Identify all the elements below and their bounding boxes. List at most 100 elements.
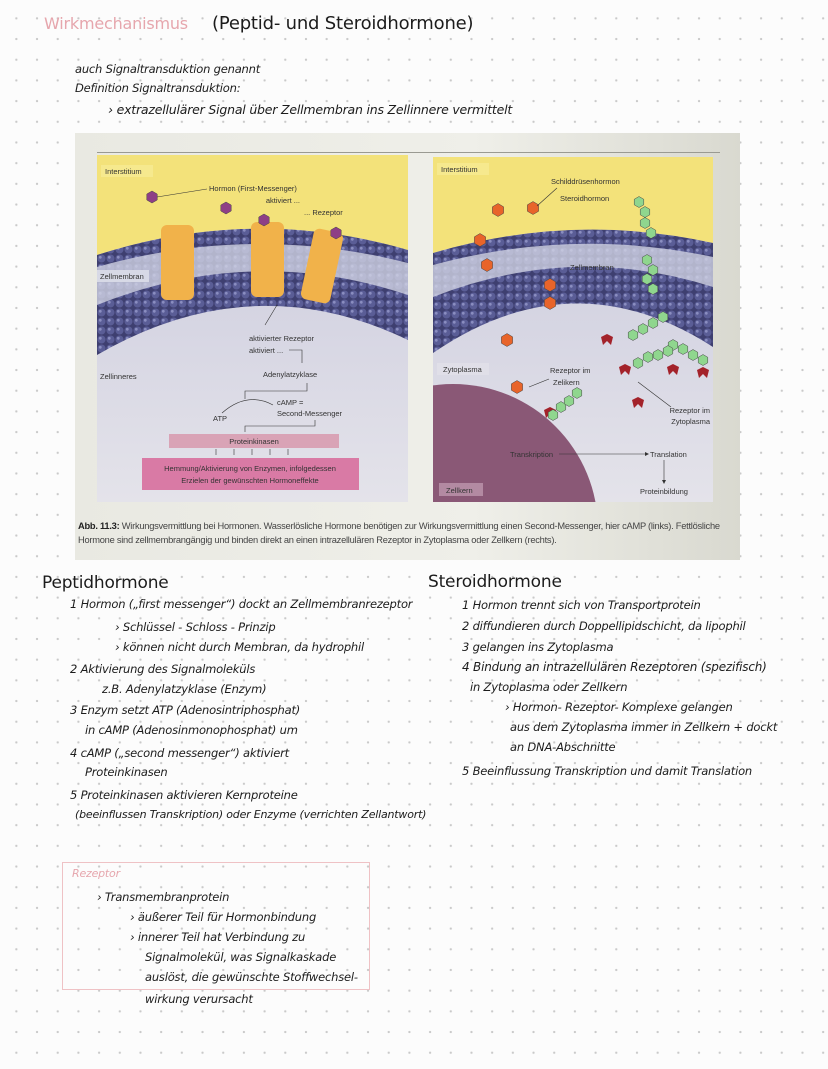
peptid-line: 5 Proteinkinasen aktivieren Kernproteine: [70, 788, 298, 802]
steroid-hormone-icon: [641, 273, 653, 285]
steroid-hormone-icon: [647, 264, 659, 276]
rezeptor-line: › innerer Teil hat Verbindung zu: [130, 930, 306, 944]
peptid-line: z.B. Adenylatzyklase (Enzym): [102, 682, 267, 696]
label-aktivierter-rezeptor: aktivierter Rezeptor: [249, 334, 315, 343]
rezeptor-line: › Transmembranprotein: [97, 890, 230, 904]
steroid-line: 3 gelangen ins Zytoplasma: [462, 640, 614, 654]
divider: [97, 152, 720, 153]
label-adenylatzyklase: Adenylatzyklase: [263, 370, 317, 379]
label-steroidhormon: Steroidhormon: [560, 194, 609, 203]
intro-line: auch Signaltransduktion genannt: [75, 62, 261, 76]
steroid-hormone-icon: [645, 227, 657, 239]
peptid-line: in cAMP (Adenosinmonophosphat) um: [85, 723, 298, 737]
peptid-line: 4 cAMP („second messenger“) aktiviert: [70, 746, 289, 760]
cytoplasm-receptor-icon: [619, 364, 631, 375]
caption-text: Wirkungsvermittlung bei Hormonen. Wasser…: [78, 521, 720, 545]
textbook-figure: Interstitium Hormon (First-Messenger) ak…: [75, 133, 740, 560]
peptid-line: › können nicht durch Membran, da hydroph…: [115, 640, 365, 654]
thyroid-hormone-icon: [501, 333, 513, 347]
label-hormon: Hormon (First-Messenger): [209, 184, 297, 193]
steroid-line: 2 diffundieren durch Doppellipidschicht,…: [462, 619, 746, 633]
label-aktiviert2: aktiviert ...: [249, 346, 283, 355]
figure-caption: Abb. 11.3: Wirkungsvermittlung bei Hormo…: [78, 519, 738, 547]
thyroid-hormone-icon: [544, 296, 556, 310]
thyroid-hormone-icon: [544, 278, 556, 292]
label-rezeptor: ... Rezeptor: [304, 208, 343, 217]
steroid-hormone-icon: [662, 345, 674, 357]
label-zellinneres: Zellinneres: [100, 372, 137, 381]
label-rezeptor-zellkern-2: Zelikern: [553, 378, 580, 387]
thyroid-hormone-icon: [511, 380, 523, 394]
label-rezeptor-zytoplasma-2: Zytoplasma: [671, 417, 711, 426]
peptid-line: (beeinflussen Transkription) oder Enzyme…: [75, 808, 427, 821]
steroid-hormone-icon: [677, 343, 689, 355]
page-title: Wirkmechanismus: [44, 14, 188, 33]
label-zellmembran: Zellmembran: [570, 263, 614, 272]
label-rezeptor-zellkern-1: Rezeptor im: [550, 366, 590, 375]
label-effekt-2: Erzielen der gewünschten Hormoneffekte: [181, 476, 318, 485]
peptid-line: 1 Hormon („first messenger“) dockt an Ze…: [70, 597, 413, 611]
steroid-hormone-icon: [639, 217, 651, 229]
label-translation: Translation: [650, 450, 687, 459]
peptid-line: 2 Aktivierung des Signalmoleküls: [70, 662, 256, 676]
steroid-hormone-icon: [637, 323, 649, 335]
peptid-line: 3 Enzym setzt ATP (Adenosintriphosphat): [70, 703, 301, 717]
label-schilddruesenhormon: Schilddrüsenhormon: [551, 177, 620, 186]
label-camp: cAMP =: [277, 398, 304, 407]
label-zellkern: Zellkern: [446, 486, 473, 495]
steroid-line: 5 Beeinflussung Transkription und damit …: [462, 764, 752, 778]
label-proteinbildung: Proteinbildung: [640, 487, 688, 496]
steroid-hormone-icon: [633, 196, 645, 208]
label-zellmembran: Zellmembran: [100, 272, 144, 281]
steroid-hormone-icon: [647, 283, 659, 295]
label-effekt-1: Hemmung/Aktivierung von Enzymen, infolge…: [164, 464, 336, 473]
caption-label: Abb. 11.3:: [78, 521, 120, 531]
cytoplasm-receptor-icon: [601, 334, 613, 345]
rezeptor-box: [62, 862, 370, 990]
thyroid-hormone-icon: [474, 233, 486, 247]
rezeptor-line: Signalmolekül, was Signalkaskade: [145, 950, 337, 964]
label-second-messenger: Second-Messenger: [277, 409, 343, 418]
steroid-line: 1 Hormon trennt sich von Transportprotei…: [462, 598, 701, 612]
label-proteinkinasen: Proteinkinasen: [229, 437, 279, 446]
steroid-line: › Hormon- Rezeptor- Komplexe gelangen: [505, 700, 733, 714]
cytoplasm-receptor-icon: [697, 367, 709, 378]
peptide-hormone-diagram: Interstitium Hormon (First-Messenger) ak…: [97, 155, 408, 502]
label-zytoplasma: Zytoplasma: [443, 365, 483, 374]
steroid-line: an DNA-Abschnitte: [510, 740, 616, 754]
rezeptor-line: auslöst, die gewünschte Stoffwechsel-: [145, 970, 358, 984]
rezeptor-label: Rezeptor: [72, 867, 120, 880]
peptide-hormone-icon: [220, 201, 232, 215]
steroid-hormone-diagram: Interstitium Schilddrüsenhormon Steroidh…: [433, 157, 713, 502]
label-interstitium: Interstitium: [105, 167, 142, 176]
steroid-hormone-icon: [652, 349, 664, 361]
steroid-hormone-icon: [547, 409, 559, 421]
steroid-hormone-icon: [632, 357, 644, 369]
cytoplasm-receptor-icon: [667, 364, 679, 375]
label-interstitium: Interstitium: [441, 165, 478, 174]
steroid-hormone-icon: [571, 387, 583, 399]
steroid-hormone-icon: [641, 254, 653, 266]
thyroid-hormone-icon: [492, 203, 504, 217]
steroid-line: 4 Bindung an intrazellulären Rezeptoren …: [462, 660, 767, 674]
peptid-heading: Peptidhormone: [42, 573, 169, 593]
rezeptor-line: wirkung verursacht: [145, 992, 253, 1006]
peptide-hormone-icon: [258, 213, 270, 227]
steroid-hormone-icon: [627, 329, 639, 341]
steroid-hormone-icon: [697, 354, 709, 366]
intro-line: Definition Signaltransduktion:: [75, 81, 241, 95]
intro-line: › extrazellulärer Signal über Zellmembra…: [108, 102, 513, 117]
steroid-heading: Steroidhormone: [428, 572, 562, 592]
steroid-hormone-icon: [563, 395, 575, 407]
rezeptor-line: › äußerer Teil für Hormonbindung: [130, 910, 317, 924]
cytoplasm-receptor-icon: [632, 397, 644, 408]
steroid-line: in Zytoplasma oder Zellkern: [470, 680, 628, 694]
label-rezeptor-zytoplasma-1: Rezeptor im: [670, 406, 710, 415]
peptide-hormone-icon: [146, 190, 158, 204]
receptor-protein: [251, 222, 284, 297]
peptide-hormone-icon: [330, 226, 342, 240]
page-subtitle: (Peptid- und Steroidhormone): [212, 13, 474, 34]
peptid-line: Proteinkinasen: [85, 765, 168, 779]
peptid-line: › Schlüssel - Schloss - Prinzip: [115, 620, 276, 634]
label-atp: ATP: [213, 414, 227, 423]
